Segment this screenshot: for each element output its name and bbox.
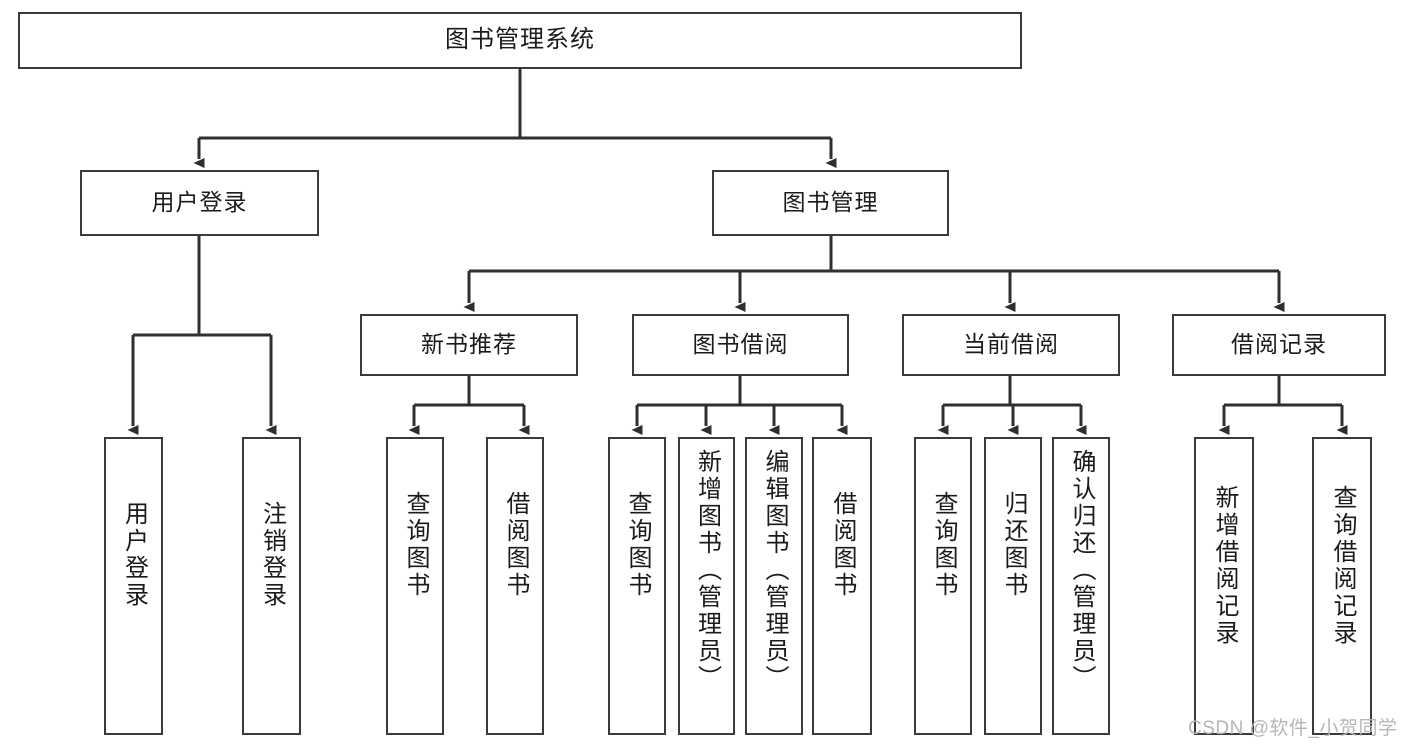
node-leaf-borrow-book-1[interactable]: 借阅图书 bbox=[486, 437, 544, 735]
node-user-login[interactable]: 用户登录 bbox=[80, 170, 319, 236]
node-leaf-query-book-2[interactable]: 查询图书 bbox=[608, 437, 666, 735]
node-book-borrow[interactable]: 图书借阅 bbox=[632, 314, 849, 376]
node-root-label: 图书管理系统 bbox=[445, 26, 595, 54]
node-user-login-label: 用户登录 bbox=[151, 189, 248, 216]
node-book-borrow-label: 图书借阅 bbox=[692, 331, 789, 358]
node-current-borrow[interactable]: 当前借阅 bbox=[902, 314, 1120, 376]
node-leaf-borrow-book-2-label: 借阅图书 bbox=[829, 491, 856, 599]
node-leaf-query-book-3-label: 查询图书 bbox=[930, 491, 957, 599]
node-new-book-rec-label: 新书推荐 bbox=[421, 331, 517, 358]
node-leaf-add-record-label: 新增借阅记录 bbox=[1211, 485, 1238, 647]
node-leaf-user-login[interactable]: 用户登录 bbox=[104, 437, 163, 735]
node-leaf-query-record[interactable]: 查询借阅记录 bbox=[1312, 437, 1372, 735]
node-leaf-query-book-1-label: 查询图书 bbox=[402, 491, 429, 599]
node-leaf-add-record[interactable]: 新增借阅记录 bbox=[1194, 437, 1254, 735]
node-leaf-edit-book-label: 编辑图书（管理员） bbox=[761, 449, 788, 692]
node-leaf-query-record-label: 查询借阅记录 bbox=[1329, 485, 1356, 647]
node-leaf-add-book[interactable]: 新增图书（管理员） bbox=[678, 437, 735, 735]
node-new-book-rec[interactable]: 新书推荐 bbox=[360, 314, 578, 376]
node-leaf-borrow-book-2[interactable]: 借阅图书 bbox=[812, 437, 872, 735]
node-book-manage-label: 图书管理 bbox=[782, 189, 879, 216]
node-leaf-return-book[interactable]: 归还图书 bbox=[984, 437, 1042, 735]
node-current-borrow-label: 当前借阅 bbox=[963, 331, 1059, 358]
node-leaf-return-book-label: 归还图书 bbox=[1000, 491, 1027, 599]
node-leaf-user-login-label: 用户登录 bbox=[120, 501, 148, 609]
node-borrow-record-label: 借阅记录 bbox=[1231, 331, 1327, 358]
node-leaf-query-book-1[interactable]: 查询图书 bbox=[386, 437, 444, 735]
node-leaf-confirm-return-label: 确认归还（管理员） bbox=[1068, 449, 1095, 692]
csdn-watermark: CSDN @软件_小贺同学 bbox=[1188, 718, 1398, 739]
node-leaf-confirm-return[interactable]: 确认归还（管理员） bbox=[1052, 437, 1110, 735]
node-borrow-record[interactable]: 借阅记录 bbox=[1172, 314, 1386, 376]
node-leaf-add-book-label: 新增图书（管理员） bbox=[693, 449, 721, 692]
node-leaf-edit-book[interactable]: 编辑图书（管理员） bbox=[745, 437, 803, 735]
node-root[interactable]: 图书管理系统 bbox=[18, 12, 1022, 69]
node-leaf-query-book-2-label: 查询图书 bbox=[624, 491, 651, 599]
node-leaf-query-book-3[interactable]: 查询图书 bbox=[914, 437, 972, 735]
node-leaf-user-logout[interactable]: 注销登录 bbox=[242, 437, 301, 735]
node-book-manage[interactable]: 图书管理 bbox=[712, 170, 949, 236]
node-leaf-user-logout-label: 注销登录 bbox=[258, 501, 286, 609]
node-leaf-borrow-book-1-label: 借阅图书 bbox=[502, 491, 529, 599]
